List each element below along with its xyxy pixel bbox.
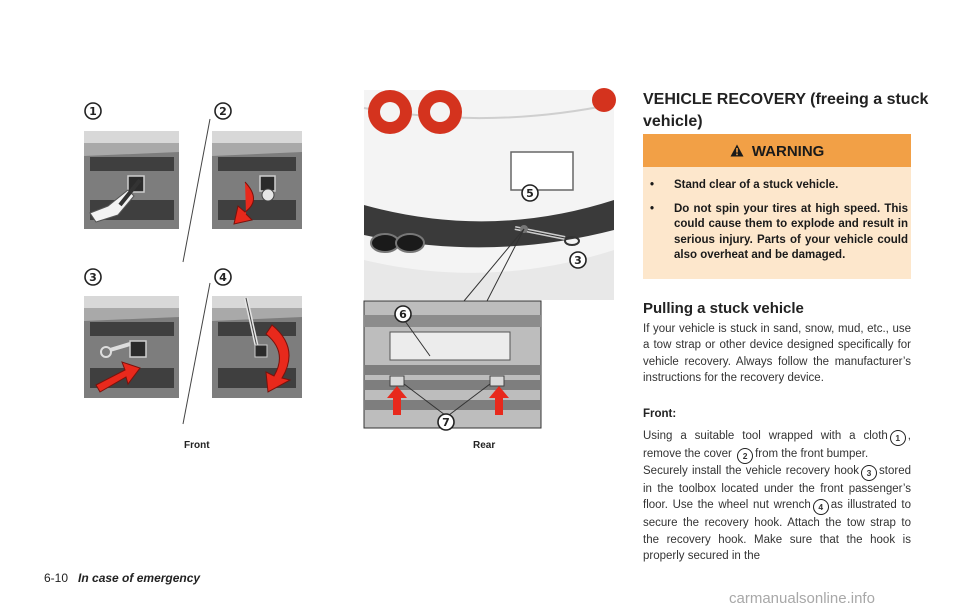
svg-text:1: 1	[89, 105, 97, 118]
divider-line	[182, 118, 211, 263]
intro-paragraph: If your vehicle is stuck in sand, snow, …	[643, 323, 911, 384]
ref-2: 2	[737, 448, 754, 464]
callout-7: 7	[437, 413, 455, 431]
warning-box: WARNING •Stand clear of a stuck vehicle.…	[643, 134, 911, 279]
svg-text:4: 4	[219, 271, 227, 284]
divider-line	[182, 282, 211, 425]
svg-text:2: 2	[219, 105, 227, 118]
recovery-figure: 1 2 3 4 5 3 6 7	[84, 88, 616, 431]
svg-text:7: 7	[442, 416, 450, 429]
caption-rear: Rear	[473, 440, 496, 451]
warning-item: •Do not spin your tires at high speed. T…	[650, 202, 908, 262]
svg-text:3: 3	[574, 254, 582, 267]
ref-1: 1	[889, 430, 906, 446]
warning-item: •Stand clear of a stuck vehicle.	[650, 179, 839, 191]
callout-3: 3	[84, 268, 102, 286]
caption-front: Front	[184, 440, 210, 451]
svg-text:5: 5	[526, 187, 534, 200]
page-footer: 6-10 In case of emergency	[44, 571, 200, 585]
front-panel-3	[84, 296, 179, 398]
callout-rear-3: 3	[569, 251, 587, 269]
paragraph-1: Using a suitable tool wrapped with a clo…	[643, 428, 911, 464]
section-title: VEHICLE RECOVERY (freeing a stuck vehicl…	[643, 91, 929, 130]
warning-icon	[730, 143, 752, 160]
front-panel-2	[212, 131, 302, 229]
footer-section: In case of emergency	[78, 571, 201, 585]
svg-text:3: 3	[89, 271, 97, 284]
callout-1: 1	[84, 102, 102, 120]
warning-list: •Stand clear of a stuck vehicle. •Do not…	[650, 178, 908, 272]
front-label: Front:	[643, 408, 677, 420]
rear-inset	[363, 300, 542, 429]
ref-4: 4	[812, 499, 829, 516]
paragraph-2: Securely install the vehicle recovery ho…	[643, 465, 911, 562]
callout-6: 6	[394, 305, 412, 323]
svg-text:6: 6	[399, 308, 407, 321]
page-number: 6-10	[44, 571, 69, 585]
watermark: carmanualsonline.info	[729, 590, 875, 607]
ref-3: 3	[861, 465, 878, 481]
warning-title: WARNING	[751, 143, 825, 160]
callout-5: 5	[521, 184, 539, 202]
callout-4: 4	[214, 268, 232, 286]
front-panel-1	[84, 131, 179, 229]
front-panel-4	[212, 296, 302, 398]
warning-header: WARNING	[643, 134, 911, 167]
callout-2: 2	[214, 102, 232, 120]
subheading: Pulling a stuck vehicle	[643, 300, 804, 317]
